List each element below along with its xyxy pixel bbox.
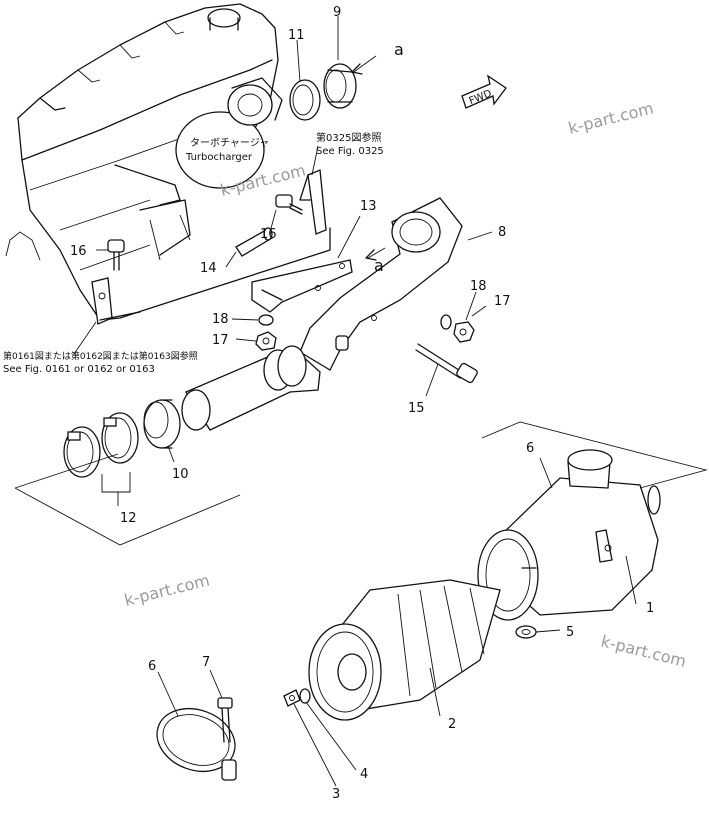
plane-lines-right bbox=[481, 421, 708, 489]
arrow-a-upper bbox=[351, 63, 363, 75]
bracket-13 bbox=[251, 259, 353, 313]
watermark-1: k-part.com bbox=[566, 98, 655, 138]
label-16-left: 16 bbox=[70, 244, 87, 259]
label-18-left: 18 bbox=[212, 312, 229, 327]
washer-5 bbox=[515, 625, 537, 639]
ref-0325-en: See Fig. 0325 bbox=[316, 146, 384, 157]
intake-tube bbox=[181, 345, 321, 431]
label-10: 10 bbox=[172, 467, 189, 482]
band-6-lower bbox=[156, 708, 237, 781]
washer-18-right bbox=[440, 314, 452, 330]
label-5: 5 bbox=[566, 625, 574, 640]
leader-lines bbox=[73, 16, 637, 787]
plane-lines-left bbox=[14, 453, 241, 546]
turbo-label-jp: ターボチャージャ bbox=[190, 137, 269, 149]
hose-9 bbox=[323, 63, 357, 109]
washer-18-left bbox=[258, 314, 274, 326]
element-2 bbox=[308, 579, 501, 721]
turbo-label-en: Turbocharger bbox=[185, 152, 253, 163]
label-8: 8 bbox=[498, 225, 506, 240]
clamps-12 bbox=[63, 412, 139, 478]
label-4: 4 bbox=[360, 767, 368, 782]
label-18-right: 18 bbox=[470, 279, 487, 294]
ref-0325-jp: 第0325図参照 bbox=[316, 131, 381, 144]
watermark-3: k-part.com bbox=[122, 570, 211, 610]
label-3: 3 bbox=[332, 787, 340, 802]
ref-0161-jp: 第0161図または第0162図または第0163図参照 bbox=[3, 350, 198, 362]
hose-10 bbox=[143, 399, 181, 449]
label-16-upper: 16 bbox=[260, 227, 277, 242]
bolt-16-left bbox=[107, 239, 125, 271]
label-6-upper: 6 bbox=[526, 441, 534, 456]
label-1: 1 bbox=[646, 601, 654, 616]
wing-nut-3 bbox=[283, 689, 301, 707]
duct-8 bbox=[299, 197, 463, 371]
arrow-a-lower bbox=[365, 249, 377, 261]
label-7: 7 bbox=[202, 655, 210, 670]
engine-bracket bbox=[91, 164, 191, 325]
label-2: 2 bbox=[448, 717, 456, 732]
label-17-left: 17 bbox=[212, 333, 229, 348]
nut-17-left bbox=[255, 331, 277, 351]
clamp-11 bbox=[289, 79, 321, 121]
support-bracket bbox=[299, 169, 327, 235]
label-11: 11 bbox=[288, 28, 305, 43]
bolt-7 bbox=[217, 697, 233, 743]
label-12: 12 bbox=[120, 511, 137, 526]
label-a-upper: a bbox=[394, 40, 404, 59]
label-14: 14 bbox=[200, 261, 217, 276]
label-17-right: 17 bbox=[494, 294, 511, 309]
label-13: 13 bbox=[360, 199, 377, 214]
label-15: 15 bbox=[408, 401, 425, 416]
bolt-15 bbox=[415, 343, 478, 384]
washer-4 bbox=[299, 688, 311, 704]
bolt-16-upper bbox=[275, 194, 303, 215]
air-cleaner-body-1 bbox=[477, 449, 661, 621]
label-6-lower: 6 bbox=[148, 659, 156, 674]
watermark-4: k-part.com bbox=[599, 631, 688, 671]
turbocharger: ターボチャージャ Turbocharger bbox=[175, 77, 283, 189]
nut-17-right bbox=[453, 321, 475, 343]
fwd-arrow-icon: FWD bbox=[461, 74, 507, 109]
engine-block bbox=[5, 3, 331, 321]
label-a-lower: a bbox=[374, 256, 384, 275]
ref-0161-en: See Fig. 0161 or 0162 or 0163 bbox=[3, 364, 155, 375]
fwd-label: FWD bbox=[468, 88, 494, 107]
label-9: 9 bbox=[333, 5, 341, 20]
